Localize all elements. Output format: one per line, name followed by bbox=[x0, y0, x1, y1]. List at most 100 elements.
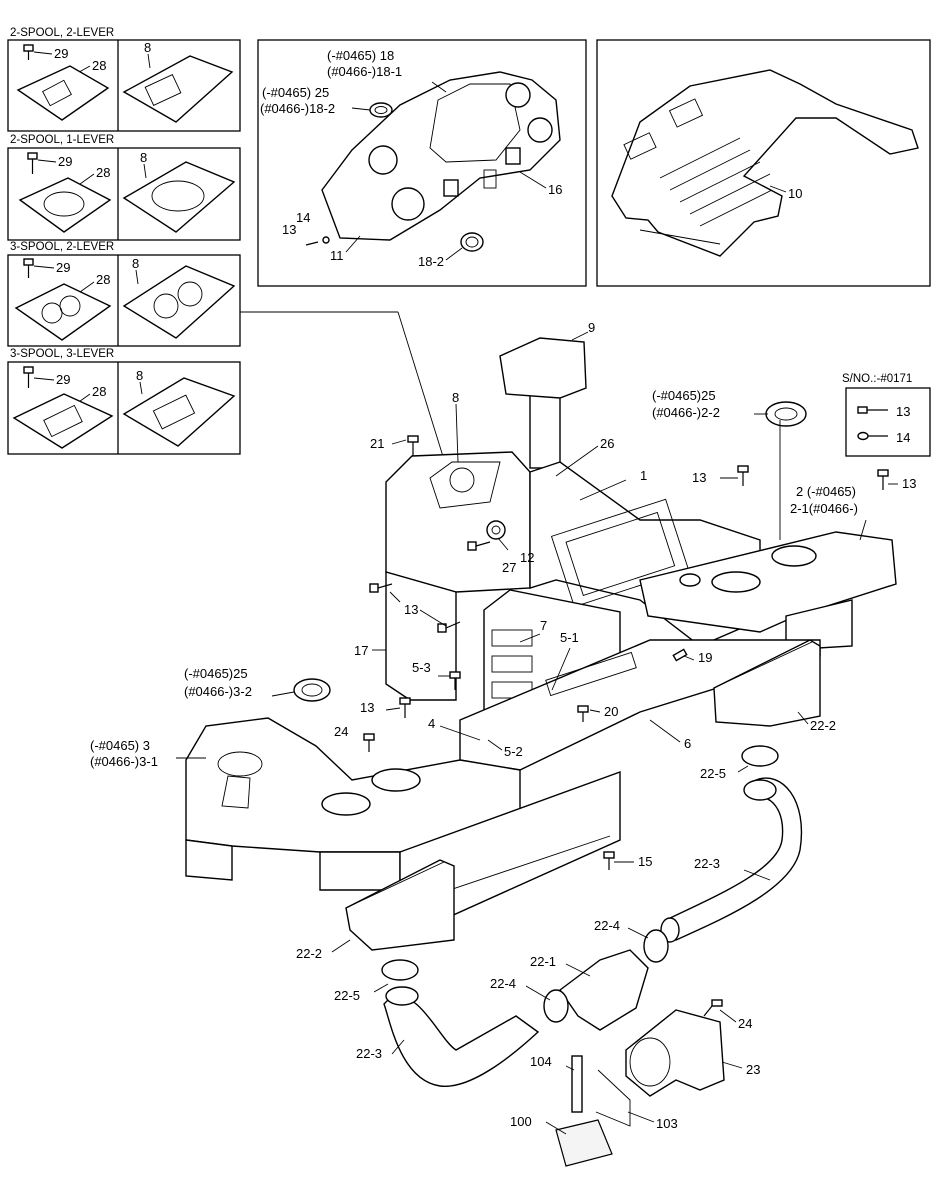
label-15: 15 bbox=[638, 854, 652, 869]
sn-label-13: 13 bbox=[896, 404, 910, 419]
cover-icon bbox=[122, 55, 234, 123]
label-22-4a: 22-4 bbox=[594, 918, 620, 933]
label-4: 4 bbox=[428, 716, 435, 731]
label-13d: 13 bbox=[902, 476, 916, 491]
screw-icon bbox=[467, 541, 491, 551]
floor-mat-label: 10 bbox=[788, 186, 802, 201]
floor-mat-box: 10 bbox=[596, 39, 931, 287]
label-13a: 13 bbox=[404, 602, 418, 617]
plate-icon bbox=[18, 177, 112, 233]
label-5-3: 5-3 bbox=[412, 660, 431, 675]
label-7: 7 bbox=[540, 618, 547, 633]
vent-icon bbox=[293, 678, 331, 702]
part-label: 8 bbox=[140, 150, 147, 165]
bolt-icon bbox=[399, 697, 411, 718]
label-24b: 24 bbox=[738, 1016, 752, 1031]
vent-icon bbox=[765, 401, 807, 427]
label-2-1: 2-1(#0466-) bbox=[790, 501, 858, 516]
label-22-5b: 22-5 bbox=[334, 988, 360, 1003]
label-2: 2 (-#0465) bbox=[796, 484, 856, 499]
label-22-5a: 22-5 bbox=[700, 766, 726, 781]
screw-icon bbox=[857, 406, 888, 414]
bolt-icon bbox=[877, 469, 889, 490]
bolt-icon bbox=[27, 152, 38, 174]
label-3: (-#0465) 3 bbox=[90, 738, 150, 753]
filter-icon bbox=[555, 1055, 631, 1167]
dash-label-18-2b: 18-2 bbox=[418, 254, 444, 269]
variant-panel-4: 3-SPOOL, 3-LEVER 29 28 8 bbox=[7, 348, 241, 455]
bolt-icon bbox=[577, 705, 589, 722]
label-22-2b: 22-2 bbox=[296, 946, 322, 961]
dash-panel-box: (-#0465) 18 (#0466-)18-1 (-#0465) 25 (#0… bbox=[257, 39, 587, 287]
part-label: 8 bbox=[144, 40, 151, 55]
label-22-2a: 22-2 bbox=[810, 718, 836, 733]
washer-icon bbox=[857, 431, 888, 441]
vent-icon bbox=[369, 102, 393, 118]
cover-icon bbox=[122, 377, 236, 447]
bolt-icon bbox=[737, 465, 749, 486]
part-label: 29 bbox=[56, 260, 70, 275]
plate-icon bbox=[14, 283, 112, 341]
part-label: 8 bbox=[132, 256, 139, 271]
dash-label-18-2a: (#0466-)18-2 bbox=[260, 101, 335, 116]
part-label: 28 bbox=[92, 384, 106, 399]
bolt-icon bbox=[603, 851, 615, 870]
armrest-icon bbox=[499, 337, 587, 469]
plate-icon bbox=[16, 65, 110, 121]
label-12: 12 bbox=[520, 550, 534, 565]
label-27: 27 bbox=[502, 560, 516, 575]
label-100: 100 bbox=[510, 1114, 532, 1129]
bolt-icon bbox=[23, 366, 34, 388]
label-8: 8 bbox=[452, 390, 459, 405]
cover-icon bbox=[122, 265, 236, 339]
plate-icon bbox=[12, 393, 114, 449]
label-20: 20 bbox=[604, 704, 618, 719]
duct-elbow bbox=[625, 1009, 725, 1097]
label-6: 6 bbox=[684, 736, 691, 751]
label-13b: 13 bbox=[360, 700, 374, 715]
label-23: 23 bbox=[746, 1062, 760, 1077]
main-labels: 9 8 21 26 1 12 27 13 17 7 5-1 5-3 19 4 2… bbox=[90, 320, 916, 1131]
label-2-2: (#0466-)2-2 bbox=[652, 405, 720, 420]
label-1: 1 bbox=[640, 468, 647, 483]
knob-icon bbox=[486, 520, 506, 540]
label-26: 26 bbox=[600, 436, 614, 451]
dash-label-14: 14 bbox=[296, 210, 310, 225]
variant-panel-3: 3-SPOOL, 2-LEVER 29 28 8 bbox=[7, 241, 241, 347]
dash-label-18: (-#0465) 18 bbox=[327, 48, 394, 63]
serial-number-box: S/NO.:-#0171 13 14 bbox=[842, 373, 931, 457]
main-console bbox=[185, 337, 897, 951]
part-label: 28 bbox=[96, 165, 110, 180]
label-19: 19 bbox=[698, 650, 712, 665]
leader-lines bbox=[176, 331, 898, 1135]
bolt-icon bbox=[407, 435, 419, 456]
cover-icon bbox=[122, 161, 236, 233]
part-label: 28 bbox=[92, 58, 106, 73]
label-9: 9 bbox=[588, 320, 595, 335]
bolt-icon bbox=[703, 999, 723, 1017]
variant-panel-2: 2-SPOOL, 1-LEVER 29 28 8 bbox=[7, 134, 241, 241]
label-21: 21 bbox=[370, 436, 384, 451]
bolt-icon bbox=[449, 671, 461, 690]
sn-label-14: 14 bbox=[896, 430, 910, 445]
dash-label-25: (-#0465) 25 bbox=[262, 85, 329, 100]
variant-panel-title: 3-SPOOL, 3-LEVER bbox=[10, 348, 114, 360]
label-24a: 24 bbox=[334, 724, 348, 739]
part-label: 28 bbox=[96, 272, 110, 287]
serial-number-title: S/NO.:-#0171 bbox=[842, 373, 912, 385]
label-22-4b: 22-4 bbox=[490, 976, 516, 991]
label-22-3b: 22-3 bbox=[356, 1046, 382, 1061]
variant-panel-1: 2-SPOOL, 2-LEVER 29 28 8 bbox=[7, 27, 241, 132]
clamp-icon bbox=[643, 745, 779, 963]
part-label: 29 bbox=[58, 154, 72, 169]
duct-hose-lower bbox=[383, 986, 540, 1087]
pin-icon bbox=[672, 648, 688, 662]
label-22-1: 22-1 bbox=[530, 954, 556, 969]
label-5-1: 5-1 bbox=[560, 630, 579, 645]
duct-junction bbox=[543, 949, 649, 1031]
label-103: 103 bbox=[656, 1116, 678, 1131]
part-label: 8 bbox=[136, 368, 143, 383]
variant-panel-title: 2-SPOOL, 2-LEVER bbox=[10, 27, 114, 39]
label-25b: (-#0465)25 bbox=[652, 388, 716, 403]
